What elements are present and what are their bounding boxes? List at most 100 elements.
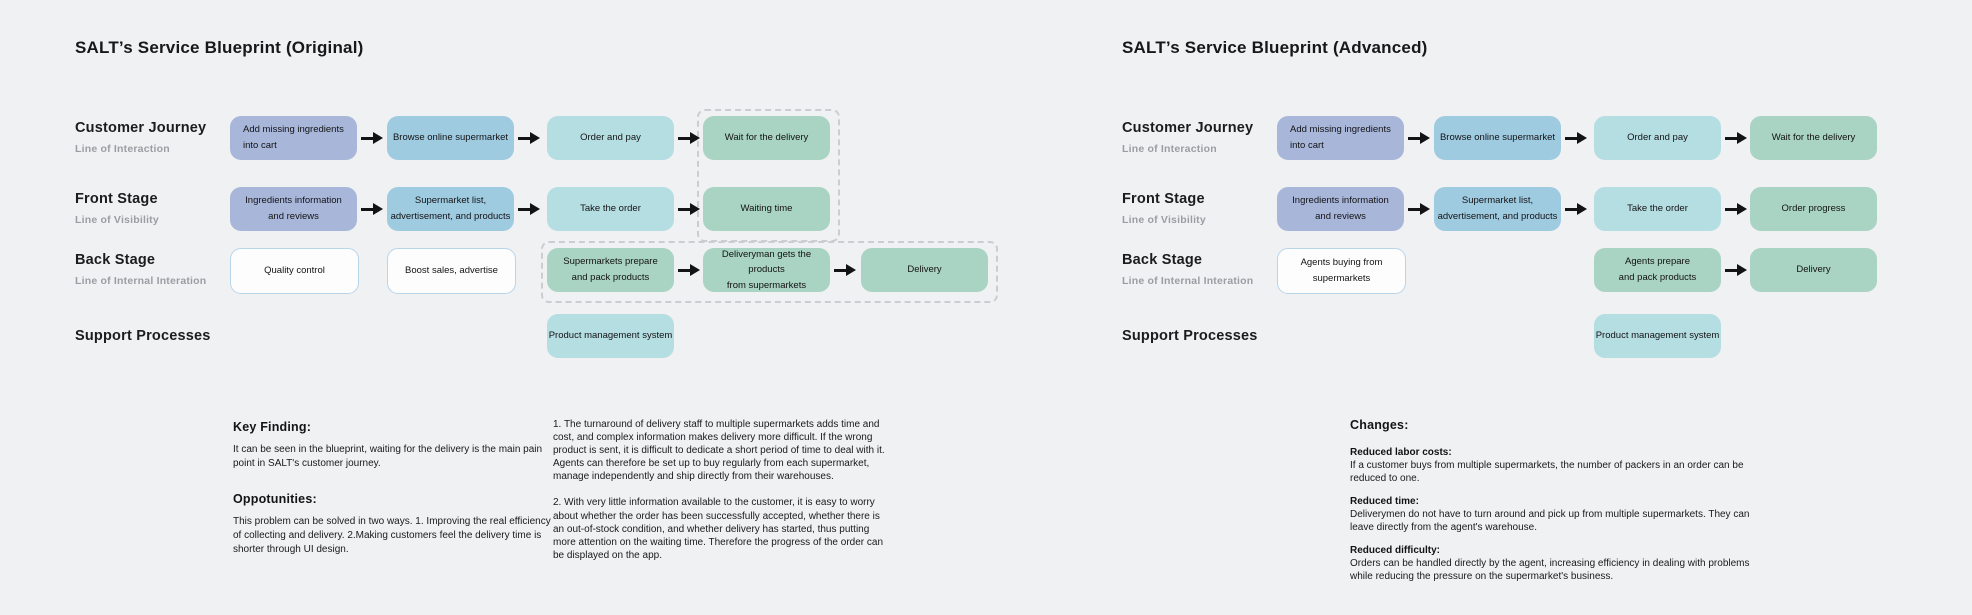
step-box: Browse online supermarket — [1434, 116, 1561, 160]
row-title: Back Stage — [75, 252, 156, 268]
step-box: Browse online supermarket — [387, 116, 514, 160]
panel-title: SALT’s Service Blueprint (Original) — [75, 38, 364, 57]
flow-arrow-icon — [1565, 132, 1588, 144]
opportunities-heading: Oppotunities: — [233, 492, 317, 506]
step-label: Quality control — [264, 265, 325, 277]
changes-heading: Changes: — [1350, 418, 1409, 432]
backstage-delivery-highlight — [541, 241, 998, 303]
key-finding-notes: Key Finding: It can be seen in the bluep… — [233, 420, 559, 578]
step-label: Agents buying from supermarkets — [1300, 257, 1383, 284]
step-label: Ingredients information and reviews — [245, 195, 342, 222]
analysis-notes: 1. The turnaround of delivery staff to m… — [553, 418, 886, 575]
step-label: Supermarket list, advertisement, and pro… — [1437, 195, 1558, 222]
step-label: Deliveryman gets the products from super… — [721, 248, 812, 291]
flow-arrow-icon — [1565, 203, 1588, 215]
step-box: Waiting time — [703, 187, 830, 231]
step-label: Delivery — [1796, 264, 1831, 276]
step-label: Product management system — [1595, 330, 1720, 342]
step-label: Order progress — [1781, 203, 1846, 215]
step-box: Supermarket list, advertisement, and pro… — [1434, 187, 1561, 231]
change-item-body: If a customer buys from multiple superma… — [1350, 460, 1744, 485]
flow-arrow-icon — [678, 203, 701, 215]
key-finding-heading: Key Finding: — [233, 420, 312, 434]
flow-arrow-icon — [678, 132, 701, 144]
changes-notes: Changes: Reduced labor costs: If a custo… — [1350, 418, 1768, 595]
step-box: Agents buying from supermarkets — [1277, 248, 1406, 294]
step-label: Product management system — [548, 330, 673, 342]
step-box: Ingredients information and reviews — [230, 187, 357, 231]
row-subtitle: Line of Visibility — [1122, 214, 1206, 226]
row-title: Customer Journey — [75, 120, 207, 136]
flow-arrow-icon — [678, 264, 701, 276]
step-label: Wait for the delivery — [1771, 132, 1856, 144]
row-label: Support Processes — [75, 328, 225, 344]
step-box: Quality control — [230, 248, 359, 294]
panel-title: SALT’s Service Blueprint (Advanced) — [1122, 38, 1428, 57]
flow-arrow-icon — [361, 132, 384, 144]
step-box: Delivery — [1750, 248, 1877, 292]
analysis-paragraph-1: 1. The turnaround of delivery staff to m… — [553, 419, 885, 483]
change-item-heading: Reduced difficulty: — [1350, 545, 1441, 557]
step-box: Supermarket list, advertisement, and pro… — [387, 187, 514, 231]
step-box: Order progress — [1750, 187, 1877, 231]
step-label: Agents prepare and pack products — [1618, 256, 1697, 283]
change-item-body: Deliverymen do not have to turn around a… — [1350, 509, 1750, 534]
row-title: Support Processes — [1122, 328, 1258, 344]
step-box: Boost sales, advertise — [387, 248, 516, 294]
flow-arrow-icon — [1725, 132, 1748, 144]
row-title: Front Stage — [75, 191, 158, 207]
blueprint-panel-advanced: SALT’s Service Blueprint (Advanced) Custo… — [1122, 0, 1972, 615]
flow-arrow-icon — [518, 203, 541, 215]
step-label: Supermarkets prepare and pack products — [563, 256, 658, 283]
change-item-heading: Reduced labor costs: — [1350, 447, 1452, 458]
step-label: Add missing ingredients into cart — [1290, 124, 1391, 151]
step-box: Wait for the delivery — [703, 116, 830, 160]
change-item: Reduced time: Deliverymen do not have to… — [1350, 496, 1768, 534]
step-label: Add missing ingredients into cart — [243, 124, 344, 151]
step-label: Take the order — [580, 203, 641, 215]
step-label: Order and pay — [580, 132, 641, 144]
step-label: Waiting time — [740, 203, 793, 215]
change-item-body: Orders can be handled directly by the ag… — [1350, 558, 1750, 583]
step-label: Browse online supermarket — [392, 132, 509, 144]
row-subtitle: Line of Internal Interation — [1122, 275, 1254, 287]
blueprint-panel-original: SALT’s Service Blueprint (Original) Custo… — [75, 0, 1005, 615]
step-label: Order and pay — [1627, 132, 1688, 144]
step-box: Order and pay — [1594, 116, 1721, 160]
flow-arrow-icon — [1408, 132, 1431, 144]
flow-arrow-icon — [361, 203, 384, 215]
row-title: Back Stage — [1122, 252, 1203, 268]
step-label: Supermarket list, advertisement, and pro… — [390, 195, 511, 222]
flow-arrow-icon — [518, 132, 541, 144]
flow-arrow-icon — [1725, 203, 1748, 215]
row-title: Customer Journey — [1122, 120, 1254, 136]
step-label: Boost sales, advertise — [405, 265, 498, 277]
step-box: Supermarkets prepare and pack products — [547, 248, 674, 292]
step-label: Take the order — [1627, 203, 1688, 215]
step-box: Delivery — [861, 248, 988, 292]
step-label: Ingredients information and reviews — [1292, 195, 1389, 222]
row-title: Front Stage — [1122, 191, 1205, 207]
change-item: Reduced labor costs: If a customer buys … — [1350, 447, 1768, 485]
step-label: Wait for the delivery — [724, 132, 809, 144]
flow-arrow-icon — [1725, 264, 1748, 276]
step-box: Product management system — [1594, 314, 1721, 358]
row-label: Support Processes — [1122, 328, 1272, 344]
row-subtitle: Line of Internal Interation — [75, 275, 207, 287]
key-finding-body: It can be seen in the blueprint, waiting… — [233, 444, 543, 469]
step-box: Ingredients information and reviews — [1277, 187, 1404, 231]
row-subtitle: Line of Interaction — [75, 143, 170, 155]
step-label: Browse online supermarket — [1439, 132, 1556, 144]
step-box: Product management system — [547, 314, 674, 358]
step-box: Deliveryman gets the products from super… — [703, 248, 830, 292]
flow-arrow-icon — [834, 264, 857, 276]
row-title: Support Processes — [75, 328, 211, 344]
row-subtitle: Line of Visibility — [75, 214, 159, 226]
